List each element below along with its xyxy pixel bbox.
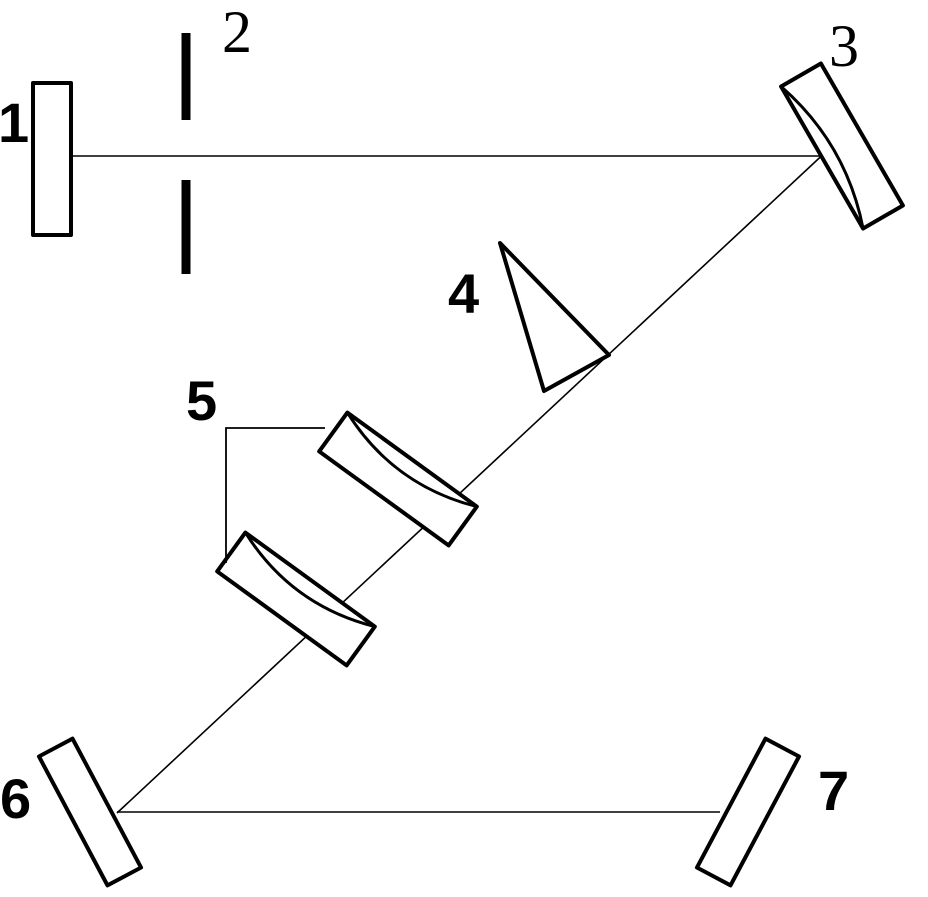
optic-5-lens-upper: [317, 410, 479, 548]
optic-7-output: [694, 736, 802, 888]
optic-6-mirror: [36, 736, 144, 888]
optic-3-concave-mirror: [779, 61, 905, 231]
beam-path: [72, 147, 831, 814]
optic-4-prism: [498, 241, 611, 393]
label-7: 7: [818, 759, 849, 822]
label-1: 1: [0, 91, 29, 154]
optic-1-mirror: [31, 81, 73, 237]
optic-5-lens-lower: [215, 530, 377, 668]
label-3: 3: [829, 13, 859, 79]
label-2: 2: [222, 0, 252, 65]
label-5: 5: [186, 369, 217, 432]
lens-group-bracket: [225, 427, 325, 563]
label-6: 6: [0, 767, 31, 830]
mirror-3-curvature: [780, 85, 865, 229]
beam-segment-3-to-6: [116, 147, 831, 814]
lens-upper-curvature: [346, 411, 478, 509]
label-4: 4: [448, 262, 479, 325]
lens-lower-curvature: [244, 531, 376, 629]
